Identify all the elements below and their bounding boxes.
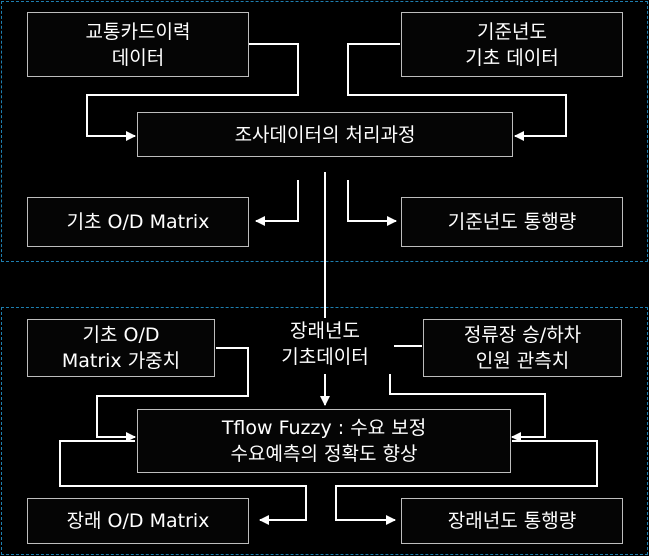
base-traffic-box: 기준년도 통행량 (401, 197, 623, 247)
arrow-weight-to-tflow (96, 347, 249, 442)
arrow-processing-to-baseod (255, 180, 299, 226)
base-year-data-box: 기준년도 기초 데이터 (401, 12, 623, 77)
arrow-baseyear-to-processing (347, 43, 567, 141)
stop-survey-box: 정류장 승/하차 인원 관측치 (423, 319, 622, 377)
arrow-survey-to-tflow (389, 345, 546, 442)
od-weight-box: 기초 O/D Matrix 가중치 (27, 319, 215, 377)
base-od-box: 기초 O/D Matrix (27, 197, 249, 247)
arrow-card-to-processing (86, 43, 299, 141)
processing-box: 조사데이터의 처리과정 (137, 112, 513, 157)
card-data-box: 교통카드이력 데이터 (27, 12, 249, 77)
arrow-tflow-to-futureod (59, 440, 307, 525)
arrow-processing-to-basetraffic (347, 180, 397, 226)
future-data-label: 장래년도 기초데이터 (256, 318, 394, 374)
tflow-box: Tflow Fuzzy : 수요 보정 수요예측의 정확도 향상 (137, 409, 511, 473)
future-od-box: 장래 O/D Matrix (27, 498, 249, 544)
arrow-tflow-to-futuretraffic (335, 440, 598, 525)
future-traffic-box: 장래년도 통행량 (401, 498, 623, 544)
